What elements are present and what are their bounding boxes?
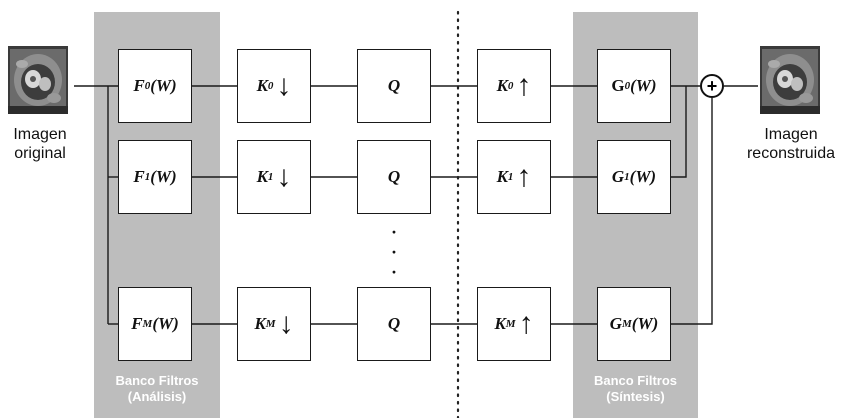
input-image-label: Imagen original xyxy=(0,125,80,163)
quantizer-label: Q xyxy=(387,76,401,95)
analysis-bank-label-line: (Análisis) xyxy=(127,389,187,404)
analysis-bank-label: Banco Filtros (Análisis) xyxy=(94,373,220,405)
output-image-label: Imagen reconstruida xyxy=(738,125,844,163)
up-arrow-icon: ↑ xyxy=(518,307,534,340)
synthesis-output-wire xyxy=(671,98,713,325)
down-arrow-icon: ↓ xyxy=(278,307,294,340)
adder-symbol: + xyxy=(706,76,718,96)
up-arrow-icon: ↑ xyxy=(516,160,532,193)
output-image xyxy=(760,46,820,114)
cardiac-mri-icon xyxy=(8,46,68,114)
output-label-line: Imagen xyxy=(764,126,818,143)
quantizer-label: Q xyxy=(387,314,401,333)
quantizer-box: Q xyxy=(357,49,431,123)
output-label-line: reconstruida xyxy=(746,145,836,162)
ellipsis-dot: · xyxy=(390,262,397,282)
analysis-bank-label-line: Banco Filtros xyxy=(115,373,199,388)
quantizer-label: Q xyxy=(387,167,401,186)
quantizer-box: Q xyxy=(357,140,431,214)
down-arrow-icon: ↓ xyxy=(276,160,292,193)
synthesis-bank-label-line: (Síntesis) xyxy=(606,389,665,404)
input-image xyxy=(8,46,68,114)
up-arrow-icon: ↑ xyxy=(516,69,532,102)
ellipsis-dot: · xyxy=(390,222,397,242)
synthesis-bank-label: Banco Filtros (Síntesis) xyxy=(573,373,698,405)
input-label-line: original xyxy=(14,145,66,162)
cardiac-mri-icon xyxy=(760,46,820,114)
down-arrow-icon: ↓ xyxy=(276,69,292,102)
input-label-line: Imagen xyxy=(13,126,67,143)
summing-junction-icon: + xyxy=(700,74,724,98)
channel-ellipsis: · · · xyxy=(389,222,399,282)
synthesis-output-wire xyxy=(671,86,687,178)
ellipsis-dot: · xyxy=(390,242,397,262)
synthesis-bank-label-line: Banco Filtros xyxy=(593,373,678,388)
quantizer-box: Q xyxy=(357,287,431,361)
